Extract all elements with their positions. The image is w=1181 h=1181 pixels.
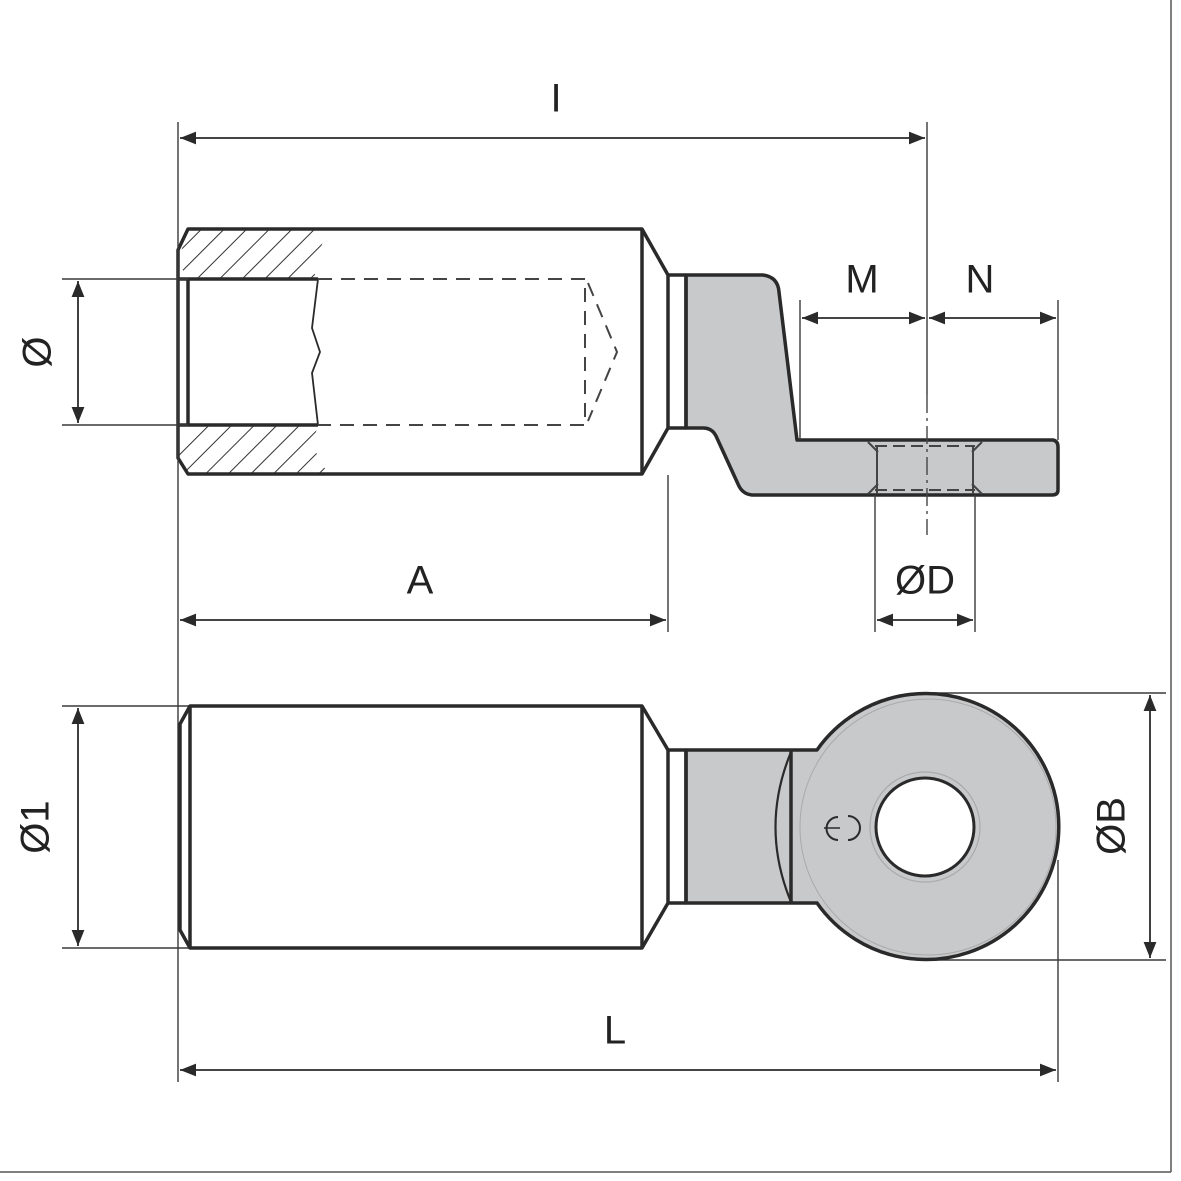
label-outer-diameter: Ø1 [14,800,58,853]
label-d: ØD [895,559,955,603]
hatch-top [178,229,328,279]
label-a: A [407,559,434,603]
label-n: N [966,258,995,302]
label-b: ØB [1090,797,1134,855]
dimension-lines [71,131,1157,1077]
extension-lines [62,122,1166,1082]
hidden-bore [318,278,619,426]
hatch-bottom [178,425,328,474]
label-m: M [845,258,878,302]
label-i: I [550,77,561,121]
mark-symbol-icon [824,815,861,841]
side-section-view [176,227,1060,535]
lug-palm-plan [684,691,1061,962]
label-bore-diameter: Ø [16,336,60,367]
barrel-plan-outline [178,704,670,950]
lug-palm-side [684,273,1060,497]
break-line [311,278,321,426]
label-l: L [604,1009,626,1053]
palm-hole-section [867,441,983,495]
top-plan-view [178,691,1061,962]
palm-hole [874,776,976,878]
